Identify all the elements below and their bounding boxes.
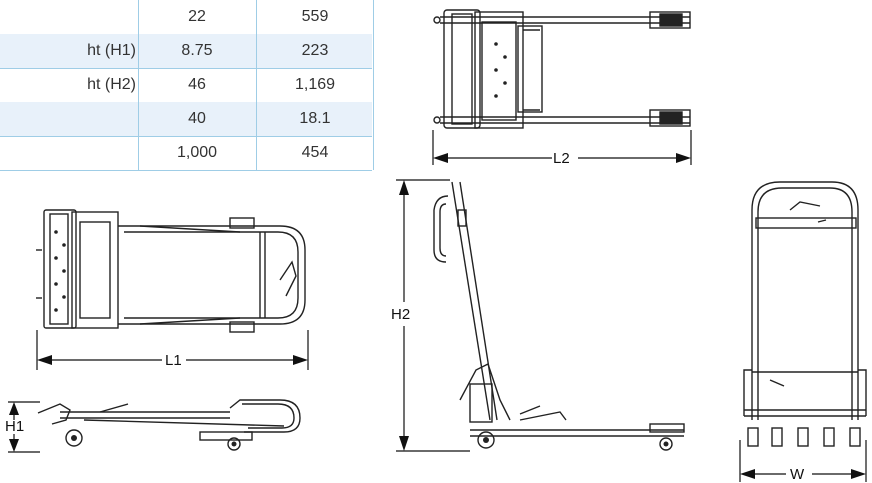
- dimension-label-h1: H1: [5, 418, 25, 435]
- dimension-label-w: W: [790, 466, 805, 483]
- dimension-label-l1: L1: [165, 352, 182, 369]
- spec-value-in: 1,000: [138, 136, 255, 170]
- spec-row-weight: 40 18.1: [0, 102, 374, 137]
- spec-row-capacity: 1,000 454: [0, 136, 374, 171]
- spec-table: 22 559 ht (H1) 8.75 223 ht (H2) 46 1,169…: [0, 0, 374, 171]
- dimension-label-h2: H2: [391, 306, 411, 323]
- spec-value-in: 40: [138, 102, 255, 136]
- spec-value-in: 46: [138, 68, 255, 102]
- spec-value-mm: 454: [256, 136, 374, 170]
- spec-value-mm: 1,169: [256, 68, 374, 102]
- spec-row-height-h1: ht (H1) 8.75 223: [0, 34, 374, 69]
- dimension-label-l2: L2: [553, 150, 570, 167]
- spec-value-mm: 559: [256, 0, 374, 34]
- spec-value-in: 22: [138, 0, 255, 34]
- spec-value-mm: 18.1: [256, 102, 374, 136]
- spec-label: ht (H1): [87, 42, 136, 59]
- spec-value-mm: 223: [256, 34, 374, 68]
- spec-value-in: 8.75: [138, 34, 255, 68]
- spec-label: ht (H2): [87, 76, 136, 93]
